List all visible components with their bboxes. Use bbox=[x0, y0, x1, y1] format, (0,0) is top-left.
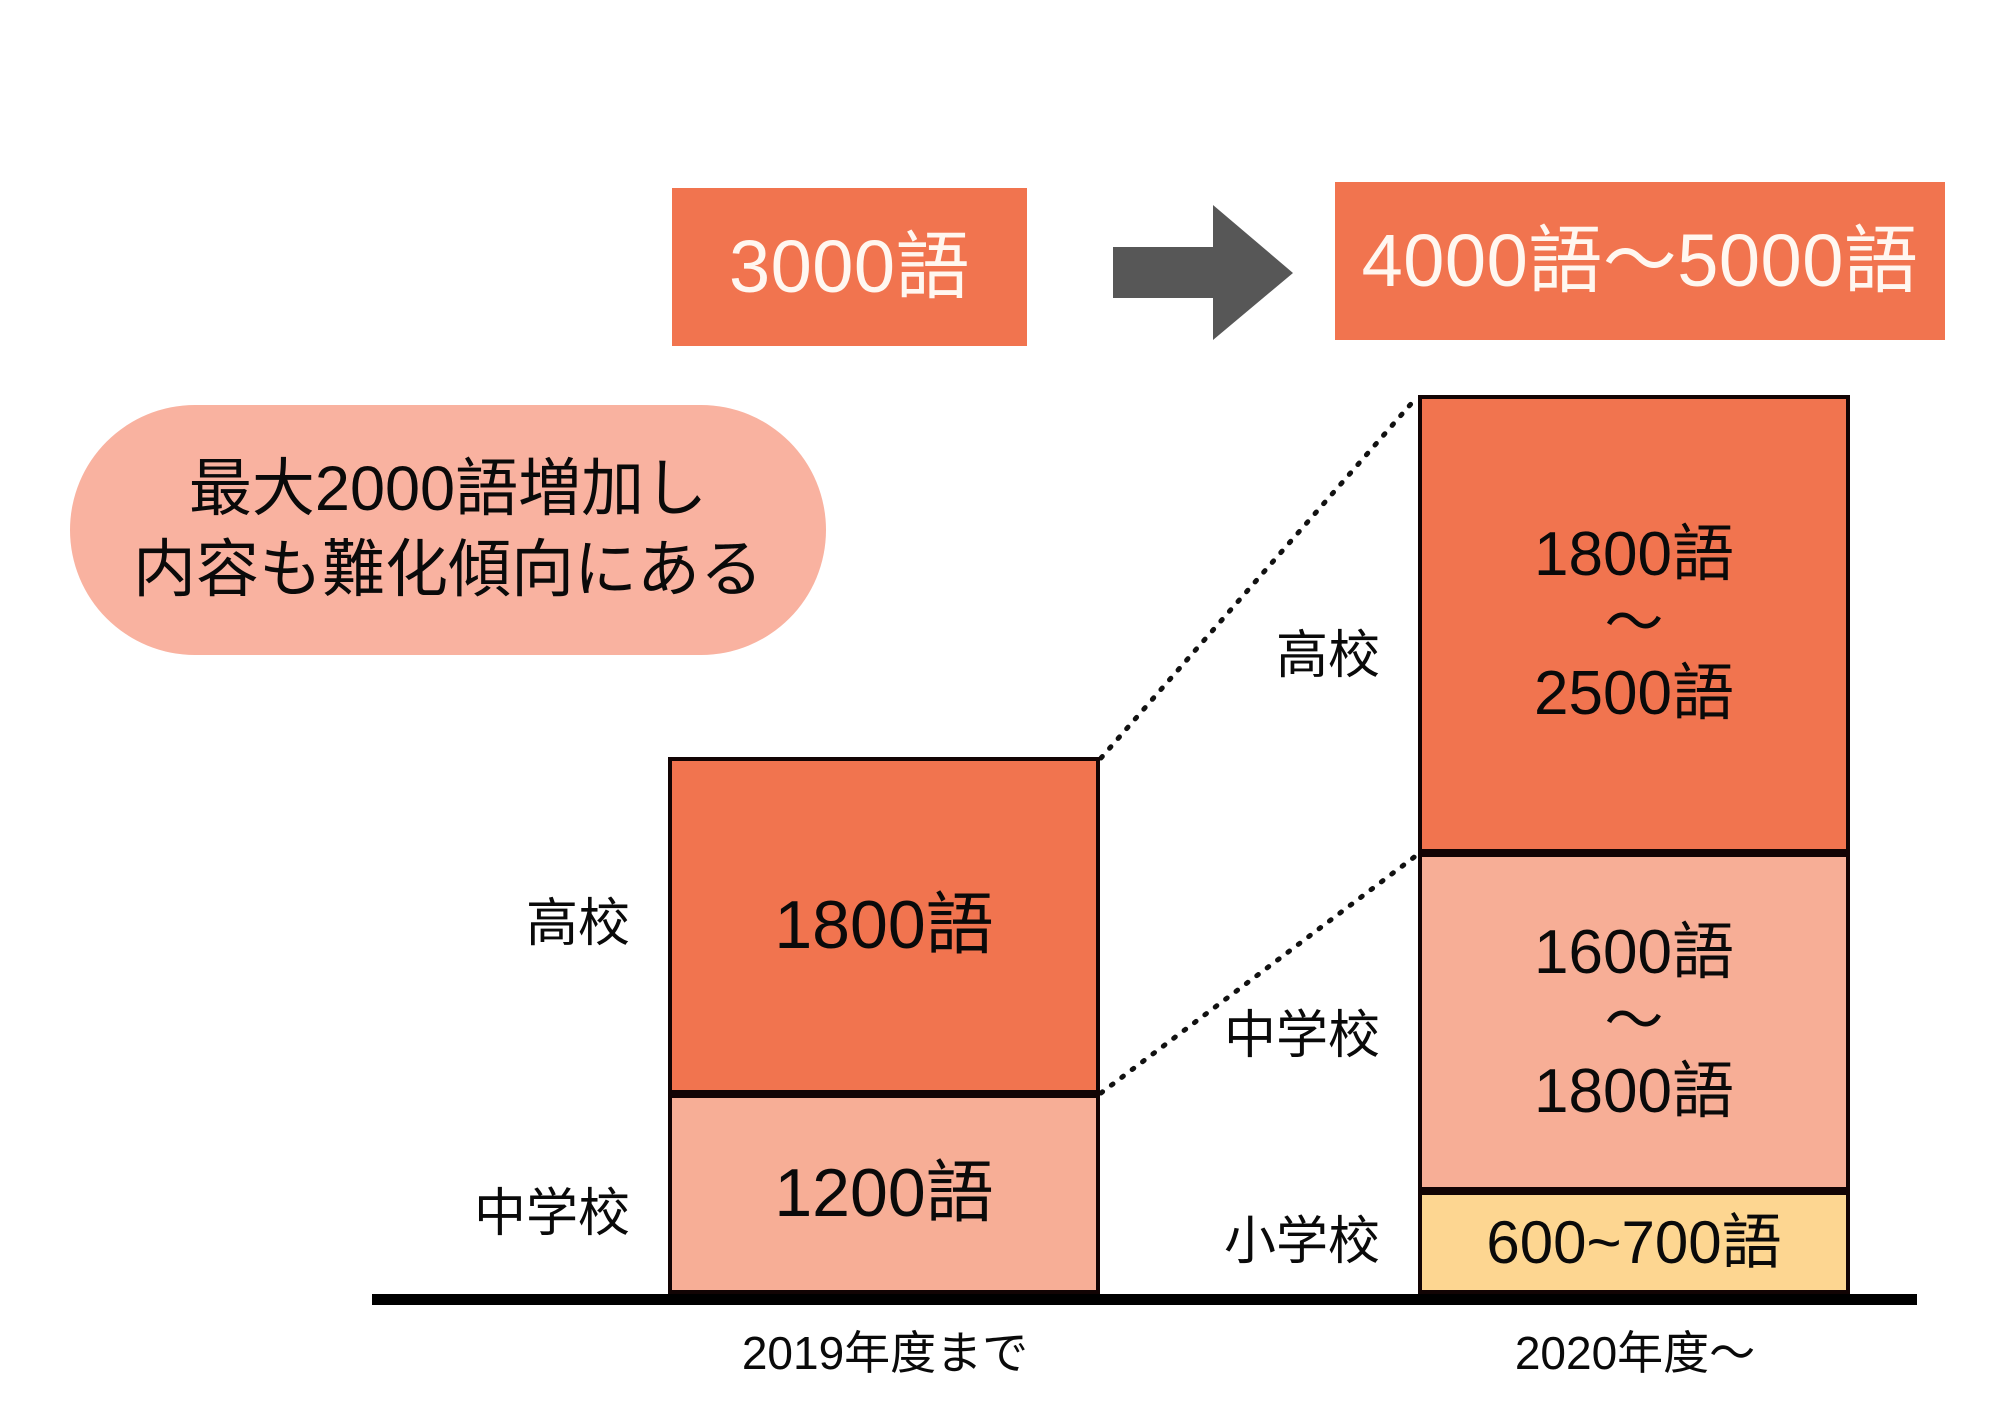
label-2019-high-school: 高校 bbox=[525, 895, 630, 953]
bar-2020-junior-high: 1600語 〜 1800語 bbox=[1418, 853, 1850, 1191]
bar-2020-high-school-value-top: 1800語 bbox=[1534, 520, 1734, 590]
connector-line-high bbox=[1098, 394, 1420, 761]
label-2020-high-school: 高校 bbox=[1275, 627, 1380, 685]
bar-2020-high-school: 1800語 〜 2500語 bbox=[1418, 395, 1850, 853]
callout-bubble: 最大2000語増加し 内容も難化傾向にある bbox=[70, 405, 826, 655]
bar-2019-junior-high-value: 1200語 bbox=[774, 1155, 994, 1232]
total-words-before-text: 3000語 bbox=[728, 225, 971, 308]
bar-2020-elementary: 600~700語 bbox=[1418, 1191, 1850, 1294]
label-2020-elementary: 小学校 bbox=[1223, 1213, 1380, 1271]
right-arrow-icon bbox=[1113, 205, 1293, 340]
bar-2020-junior-high-value-top: 1600語 bbox=[1534, 918, 1734, 988]
bar-2020-high-school-value-bottom: 2500語 bbox=[1534, 658, 1734, 728]
callout-line-1: 最大2000語増加し bbox=[188, 454, 708, 525]
bar-2019-junior-high: 1200語 bbox=[668, 1094, 1100, 1294]
axis-baseline bbox=[372, 1294, 1917, 1305]
axis-label-2019: 2019年度まで bbox=[741, 1327, 1029, 1379]
bar-2019-high-school-value: 1800語 bbox=[774, 886, 994, 963]
bar-2020-junior-high-tilde: 〜 bbox=[1604, 989, 1664, 1055]
total-words-after-text: 4000語〜5000語 bbox=[1361, 219, 1919, 302]
bar-2020-elementary-value: 600~700語 bbox=[1486, 1209, 1782, 1276]
axis-label-2020: 2020年度〜 bbox=[1514, 1327, 1756, 1379]
callout-line-2: 内容も難化傾向にある bbox=[133, 535, 763, 605]
bar-2019-high-school: 1800語 bbox=[668, 757, 1100, 1094]
bar-2020-high-school-tilde: 〜 bbox=[1604, 591, 1664, 657]
total-words-after-banner: 4000語〜5000語 bbox=[1335, 182, 1945, 340]
label-2019-junior-high: 中学校 bbox=[473, 1185, 630, 1243]
total-words-before-banner: 3000語 bbox=[672, 188, 1027, 346]
bar-2020-junior-high-value-bottom: 1800語 bbox=[1534, 1056, 1734, 1126]
label-2020-junior-high: 中学校 bbox=[1223, 1007, 1380, 1065]
